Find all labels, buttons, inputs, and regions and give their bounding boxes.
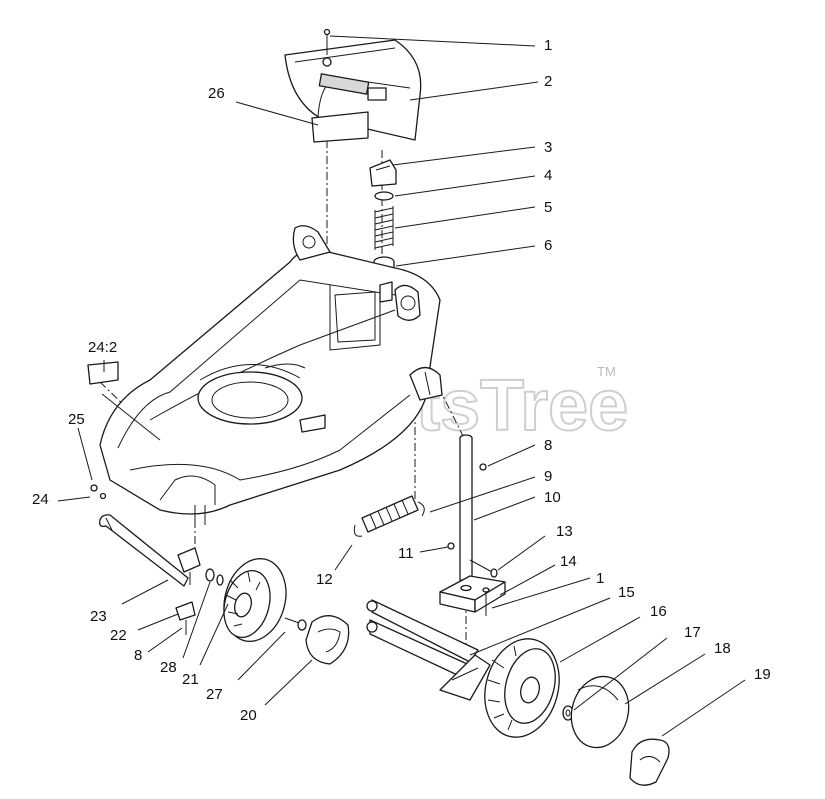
front-hubcap bbox=[305, 615, 350, 665]
callout-20: 20 bbox=[240, 707, 257, 724]
rear-hubcap bbox=[570, 675, 630, 749]
screw-mid bbox=[482, 587, 490, 616]
front-axle bbox=[98, 514, 189, 587]
cap-tool bbox=[629, 738, 670, 786]
callout-23: 23 bbox=[90, 608, 107, 625]
screw-top bbox=[323, 28, 331, 55]
rear-brackets bbox=[292, 225, 421, 321]
callout-19: 19 bbox=[754, 666, 771, 683]
callout-28: 28 bbox=[160, 659, 177, 676]
callout-4: 4 bbox=[544, 167, 552, 184]
height-knob bbox=[369, 159, 397, 187]
callout-5: 5 bbox=[544, 199, 552, 216]
callout-11: 11 bbox=[398, 545, 414, 562]
warning-label bbox=[87, 361, 119, 385]
callout-15: 15 bbox=[618, 584, 635, 601]
callout-2: 2 bbox=[544, 73, 552, 90]
pin-right bbox=[479, 463, 487, 471]
front-wheel-bolt bbox=[284, 617, 307, 631]
callout-17: 17 bbox=[684, 624, 701, 641]
callout-26: 26 bbox=[208, 85, 225, 102]
callout-1-mid: 1 bbox=[596, 570, 604, 587]
leader-lines bbox=[57, 35, 746, 737]
callout-8-right: 8 bbox=[544, 437, 552, 454]
bolt bbox=[469, 559, 498, 578]
label-plate bbox=[311, 111, 369, 143]
callout-6: 6 bbox=[544, 237, 552, 254]
callout-1-top: 1 bbox=[544, 37, 552, 54]
front-wheel bbox=[223, 558, 287, 642]
handle-cover bbox=[284, 39, 422, 141]
callout-13: 13 bbox=[556, 523, 573, 540]
pin-left bbox=[447, 542, 455, 550]
callouts: 1 2 26 3 4 5 6 24:2 25 24 8 9 10 11 12 1… bbox=[32, 37, 771, 724]
callout-8-left: 8 bbox=[134, 647, 142, 664]
callout-22: 22 bbox=[110, 627, 127, 644]
axle-clips bbox=[175, 547, 201, 635]
axle-washers bbox=[205, 568, 224, 586]
callout-21: 21 bbox=[182, 671, 199, 688]
rear-axle bbox=[366, 599, 491, 701]
callout-14: 14 bbox=[560, 553, 577, 570]
washer-left bbox=[99, 492, 107, 500]
callout-3: 3 bbox=[544, 139, 552, 156]
nut-left bbox=[90, 484, 98, 492]
rear-wheel bbox=[484, 638, 560, 738]
extension-spring bbox=[353, 495, 425, 537]
callout-24: 24 bbox=[32, 491, 49, 508]
spring bbox=[374, 206, 394, 250]
mower-deck bbox=[99, 249, 441, 525]
callout-10: 10 bbox=[544, 489, 561, 506]
callout-24-2: 24:2 bbox=[88, 339, 117, 356]
callout-9: 9 bbox=[544, 468, 552, 485]
washer bbox=[374, 191, 394, 201]
callout-16: 16 bbox=[650, 603, 667, 620]
callout-12: 12 bbox=[316, 571, 333, 588]
callout-27: 27 bbox=[206, 686, 223, 703]
watermark-trademark: TM bbox=[597, 364, 616, 379]
pivot-post bbox=[439, 434, 506, 613]
callout-25: 25 bbox=[68, 411, 85, 428]
side-flap bbox=[409, 366, 443, 401]
callout-18: 18 bbox=[714, 640, 731, 657]
